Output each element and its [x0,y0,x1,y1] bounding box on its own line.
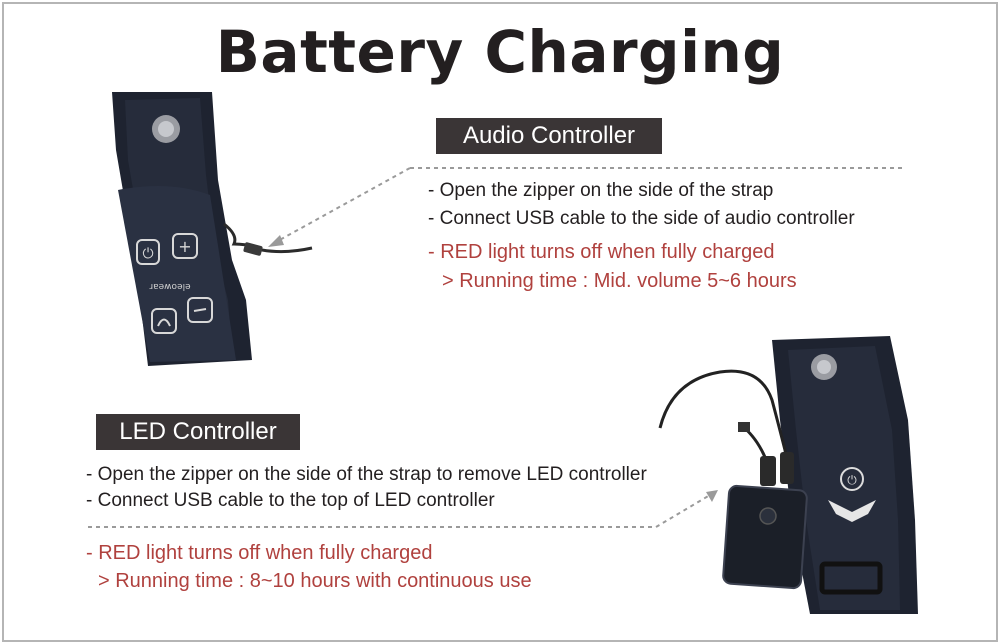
usb-cable [658,369,792,471]
led-running-time: > Running time : 8~10 hours with continu… [98,570,532,592]
led-charge-note: - RED light turns off when fully charged [86,542,433,564]
buckle-icon [819,561,883,595]
audio-controller-photo: ⏻ + eleowear [112,92,313,366]
svg-text:⏻: ⏻ [142,246,153,262]
led-controller-photo: ⏻ [658,336,918,614]
led-instruction: - Open the zipper on the side of the str… [86,464,647,485]
logo-icon [828,500,876,522]
usb-cable [223,222,313,254]
led-power-icon [840,467,864,491]
audio-instruction: - Connect USB cable to the side of audio… [428,208,855,229]
led-instruction: - Connect USB cable to the top of LED co… [86,490,495,511]
arrow-head-icon [268,235,284,247]
minus-button-icon [187,297,213,323]
audio-controller-label: Audio Controller [436,118,662,154]
arrow-head-icon [706,490,718,502]
svg-text:+: + [178,237,191,256]
audio-running-time: > Running time : Mid. volume 5~6 hours [442,270,797,292]
led-controller-label: LED Controller [96,414,300,450]
led-pointer-line [88,490,718,528]
led-controller-box [722,484,808,590]
headphone-button-icon [151,308,177,334]
audio-pointer-line [268,167,906,247]
plus-button-icon [172,233,198,259]
brand-text: eleowear [149,281,190,291]
audio-instruction: - Open the zipper on the side of the str… [428,180,774,201]
power-button-icon [136,239,160,265]
audio-charge-note: - RED light turns off when fully charged [428,241,775,263]
page-title: Battery Charging [215,18,785,86]
svg-text:⏻: ⏻ [847,473,857,487]
